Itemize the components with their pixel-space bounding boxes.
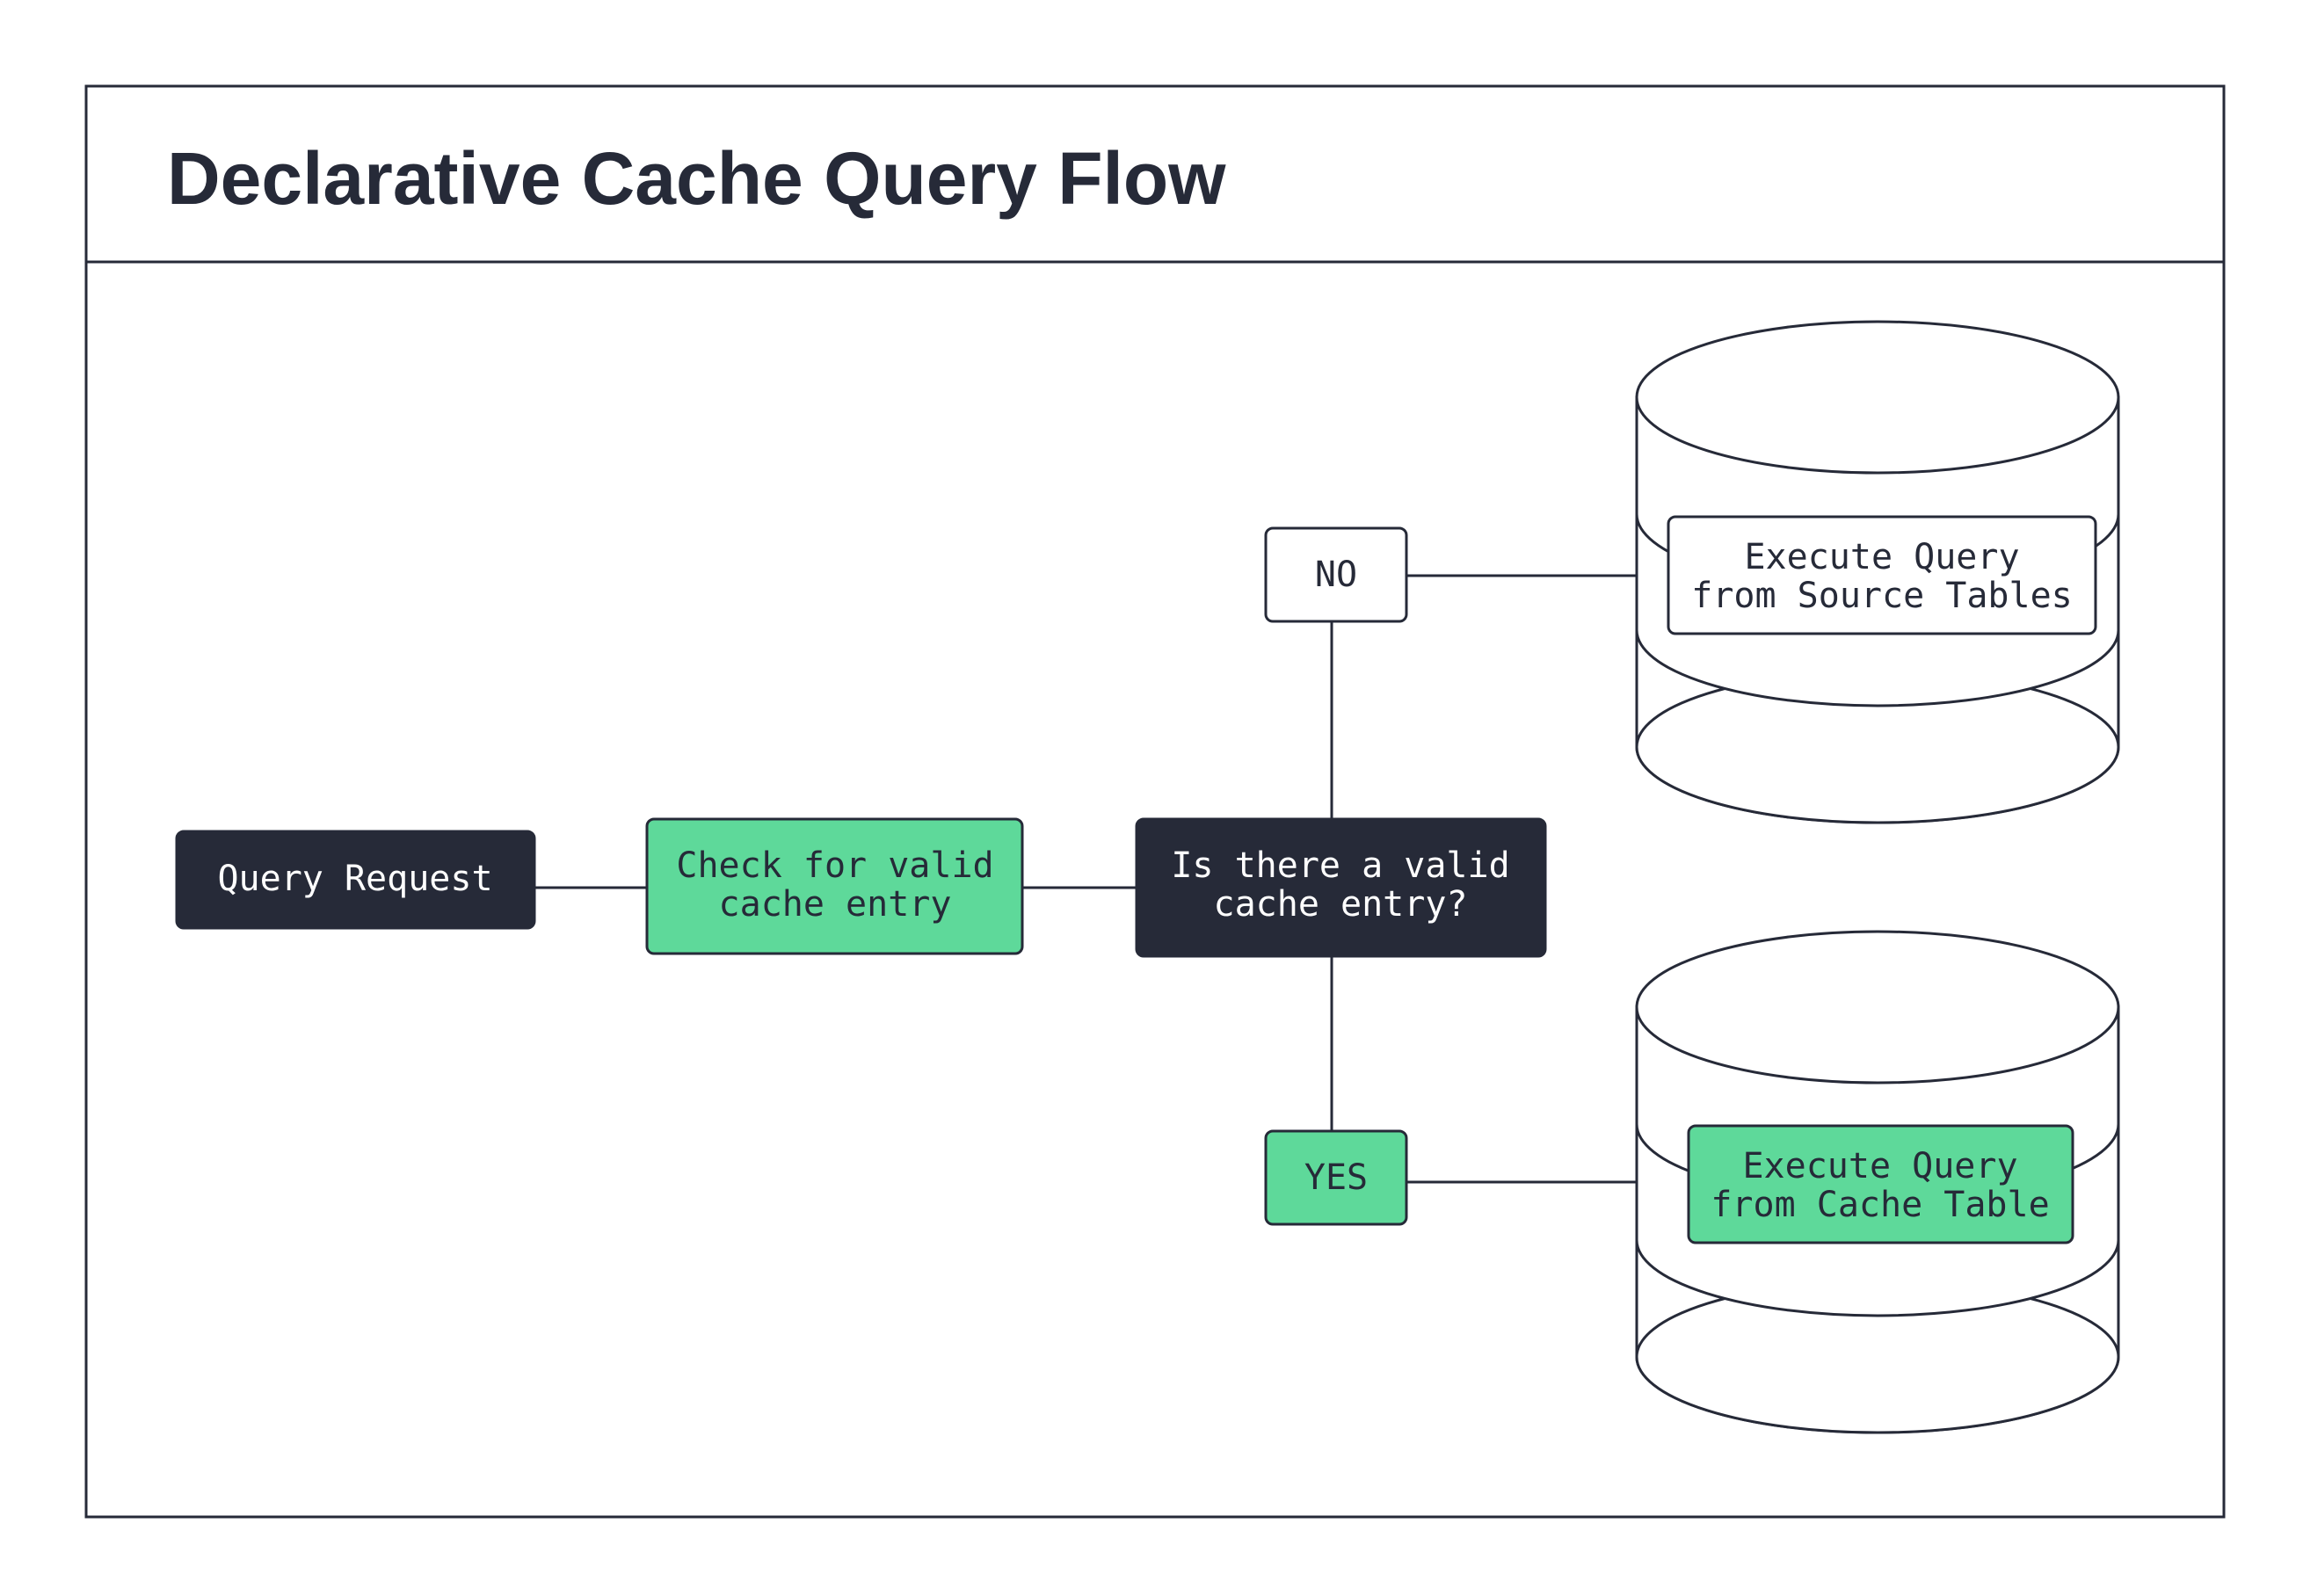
cache-table-node: Execute Query from Cache Table (1687, 1124, 2074, 1244)
check-cache-label-line2: cache entry (719, 884, 952, 925)
source-tables-label-line1: Execute Query (1744, 537, 2019, 577)
source-tables-label-line2: from Source Tables (1691, 576, 2072, 616)
page-title: Declarative Cache Query Flow (167, 137, 1226, 220)
no-branch-node: NO (1264, 526, 1408, 623)
query-request-node: Query Request (175, 830, 536, 930)
check-cache-label-line1: Check for valid (676, 845, 993, 886)
decision-node: Is there a valid cache entry? (1135, 817, 1547, 958)
cache-table-label-line1: Execute Query (1742, 1146, 2017, 1186)
check-cache-node: Check for valid cache entry (645, 817, 1024, 955)
yes-branch-label: YES (1304, 1157, 1368, 1198)
source-tables-node: Execute Query from Source Tables (1667, 515, 2097, 635)
yes-branch-node: YES (1264, 1129, 1408, 1226)
decision-label-line2: cache entry? (1214, 884, 1468, 925)
query-request-label: Query Request (217, 859, 492, 899)
cache-table-label-line2: from Cache Table (1711, 1185, 2049, 1225)
connectors (534, 574, 1637, 1184)
decision-label-line1: Is there a valid (1171, 845, 1509, 886)
no-branch-label: NO (1315, 555, 1357, 595)
